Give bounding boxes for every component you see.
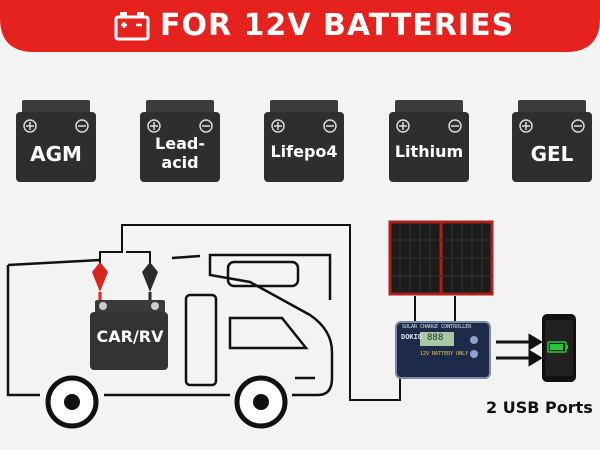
rv-outline [6,253,334,397]
battery-2: Lifepo4 [260,96,348,184]
car-battery [90,300,168,370]
battery-body-icon [389,100,469,182]
usb-ports-label: 2 USB Ports [486,398,593,417]
solar-charge-controller [395,321,491,379]
battery-0: AGM [12,96,100,184]
red-clamp [92,262,108,302]
battery-4: GEL [508,96,596,184]
battery-body-icon [16,100,96,182]
battery-body-icon [140,100,220,182]
battery-1: Lead-acid [136,96,224,184]
battery-3: Lithium [385,96,473,184]
battery-label: acid [161,153,199,172]
battery-label: AGM [30,142,82,166]
battery-label: Lifepo4 [270,142,338,161]
battery-body-icon [512,100,592,182]
black-clamp [142,262,158,302]
controller-display: 888 [427,333,444,343]
battery-label: Lithium [394,142,464,161]
battery-label: GEL [530,142,574,166]
battery-label: Lead- [155,134,205,153]
controller-note: 12V BATTERY ONLY [420,351,469,357]
controller-brand: DOKIO [401,333,423,341]
usb-arrows [496,333,543,367]
car-battery-label: CAR/RV [96,327,164,346]
battery-charging-icon [547,341,568,353]
battery-body-icon [264,100,344,182]
battery-icon [114,12,150,41]
header-banner [0,0,600,52]
controller-title: SOLAR CHARGE CONTROLLER [402,324,472,330]
solar-panel [388,220,494,296]
banner-title: FOR 12V BATTERIES [160,8,515,43]
rv-wheels [45,375,288,429]
